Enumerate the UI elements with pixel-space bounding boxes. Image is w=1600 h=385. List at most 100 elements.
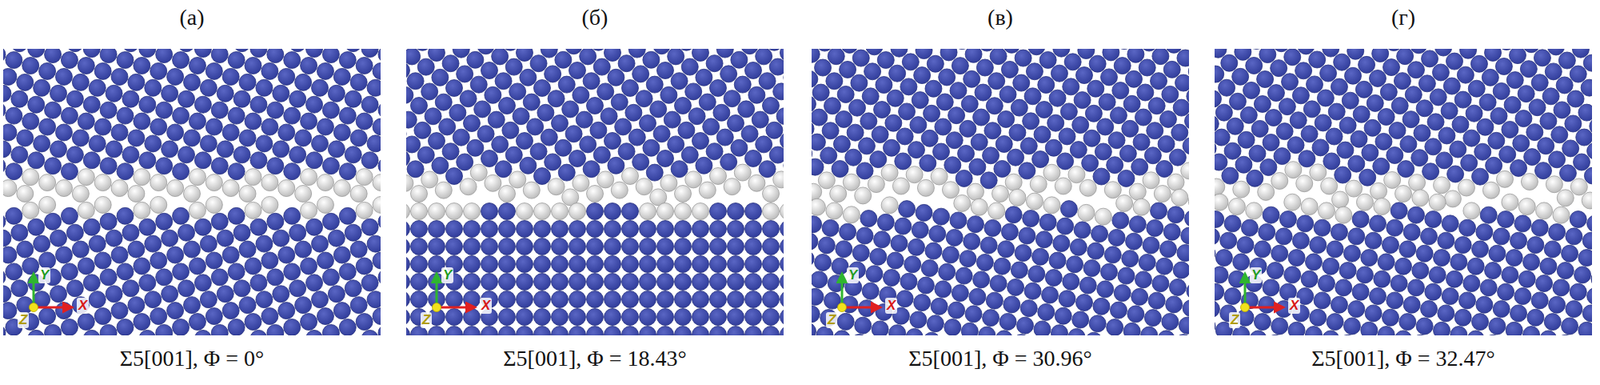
lattice-atom	[66, 279, 84, 297]
lattice-atom	[27, 151, 45, 169]
lattice-atom	[1348, 155, 1365, 172]
lattice-atom	[1146, 122, 1164, 140]
boundary-atom	[222, 179, 240, 197]
lattice-atom	[821, 219, 839, 236]
lattice-atom	[1313, 219, 1331, 236]
lattice-atom	[1018, 227, 1036, 244]
lattice-atom	[205, 118, 223, 136]
atom-panel	[1214, 48, 1593, 336]
lattice-atom	[1373, 270, 1391, 288]
lattice-atom	[1510, 304, 1528, 322]
lattice-atom	[1548, 151, 1566, 168]
boundary-atom	[829, 185, 847, 203]
lattice-atom	[339, 51, 356, 69]
boundary-atom	[1520, 173, 1538, 191]
lattice-atom	[1394, 330, 1412, 336]
lattice-atom	[1556, 262, 1574, 280]
lattice-atom	[999, 312, 1017, 330]
boundary-atom	[133, 201, 151, 219]
lattice-atom	[487, 111, 505, 128]
lattice-atom	[769, 146, 784, 164]
lattice-atom	[250, 95, 268, 113]
lattice-atom	[825, 72, 843, 90]
lattice-atom	[1424, 283, 1442, 300]
lattice-atom	[1485, 156, 1503, 174]
boundary-atom	[1025, 192, 1043, 210]
lattice-atom	[1420, 227, 1438, 245]
lattice-atom	[839, 60, 857, 78]
lattice-atom	[222, 302, 240, 320]
lattice-atom	[327, 84, 345, 102]
lattice-atom	[1278, 98, 1296, 116]
lattice-atom	[1156, 257, 1174, 275]
lattice-atom	[898, 103, 916, 120]
boundary-atom	[1309, 163, 1327, 181]
lattice-atom	[1079, 276, 1097, 294]
lattice-atom	[811, 158, 824, 176]
lattice-atom	[289, 48, 307, 52]
lattice-atom	[1142, 236, 1160, 254]
lattice-atom	[1249, 330, 1267, 336]
lattice-atom	[1372, 157, 1390, 175]
lattice-atom	[1437, 304, 1455, 322]
lattice-atom	[167, 123, 184, 141]
lattice-atom	[653, 125, 671, 143]
lattice-atom	[1407, 61, 1425, 79]
lattice-atom	[33, 135, 51, 152]
boundary-atom	[1214, 193, 1229, 211]
lattice-atom	[741, 125, 759, 143]
lattice-atom	[604, 220, 622, 238]
lattice-atom	[1017, 316, 1034, 334]
boundary-atom	[748, 174, 766, 192]
boundary-atom	[1188, 192, 1190, 210]
lattice-atom	[1303, 100, 1321, 118]
boundary-atom	[1296, 175, 1313, 192]
boundary-atom	[1232, 180, 1250, 198]
lattice-atom	[295, 129, 312, 147]
lattice-atom	[339, 207, 356, 224]
lattice-atom	[1112, 211, 1130, 229]
lattice-atom	[1450, 253, 1468, 271]
lattice-atom	[1181, 227, 1190, 244]
lattice-atom	[550, 115, 568, 132]
lattice-atom	[1459, 219, 1477, 236]
lattice-atom	[361, 151, 379, 169]
lattice-atom	[949, 211, 967, 229]
lattice-atom	[71, 73, 89, 91]
lattice-atom	[713, 103, 731, 121]
lattice-atom	[1062, 272, 1080, 290]
panel-label: (б)	[582, 4, 609, 31]
lattice-atom	[339, 163, 356, 180]
lattice-atom	[1531, 291, 1549, 309]
lattice-atom	[1127, 305, 1145, 323]
lattice-atom	[289, 279, 307, 297]
lattice-atom	[178, 279, 196, 297]
lattice-atom	[1109, 107, 1127, 124]
lattice-atom	[344, 223, 362, 241]
axis-arrow	[436, 306, 475, 309]
lattice-atom	[909, 116, 927, 134]
lattice-atom	[1330, 295, 1348, 313]
boundary-atom	[657, 203, 675, 220]
lattice-atom	[706, 55, 723, 72]
lattice-atom	[1454, 91, 1472, 108]
lattice-atom	[551, 291, 569, 308]
lattice-atom	[639, 273, 657, 291]
lattice-atom	[94, 118, 112, 136]
lattice-atom	[1454, 308, 1472, 326]
lattice-atom	[900, 272, 918, 290]
boundary-atom	[1094, 207, 1112, 225]
lattice-atom	[494, 160, 512, 178]
lattice-atom	[1540, 257, 1557, 275]
lattice-atom	[873, 231, 891, 248]
lattice-atom	[1060, 103, 1078, 120]
lattice-atom	[367, 291, 381, 308]
lattice-atom	[1591, 270, 1593, 288]
lattice-atom	[1512, 135, 1530, 152]
boundary-atom	[1133, 198, 1150, 216]
lattice-atom	[1559, 164, 1577, 182]
lattice-atom	[261, 62, 279, 80]
lattice-atom	[1156, 159, 1174, 177]
lattice-atom	[1159, 110, 1177, 128]
axis-arrow	[841, 306, 881, 309]
